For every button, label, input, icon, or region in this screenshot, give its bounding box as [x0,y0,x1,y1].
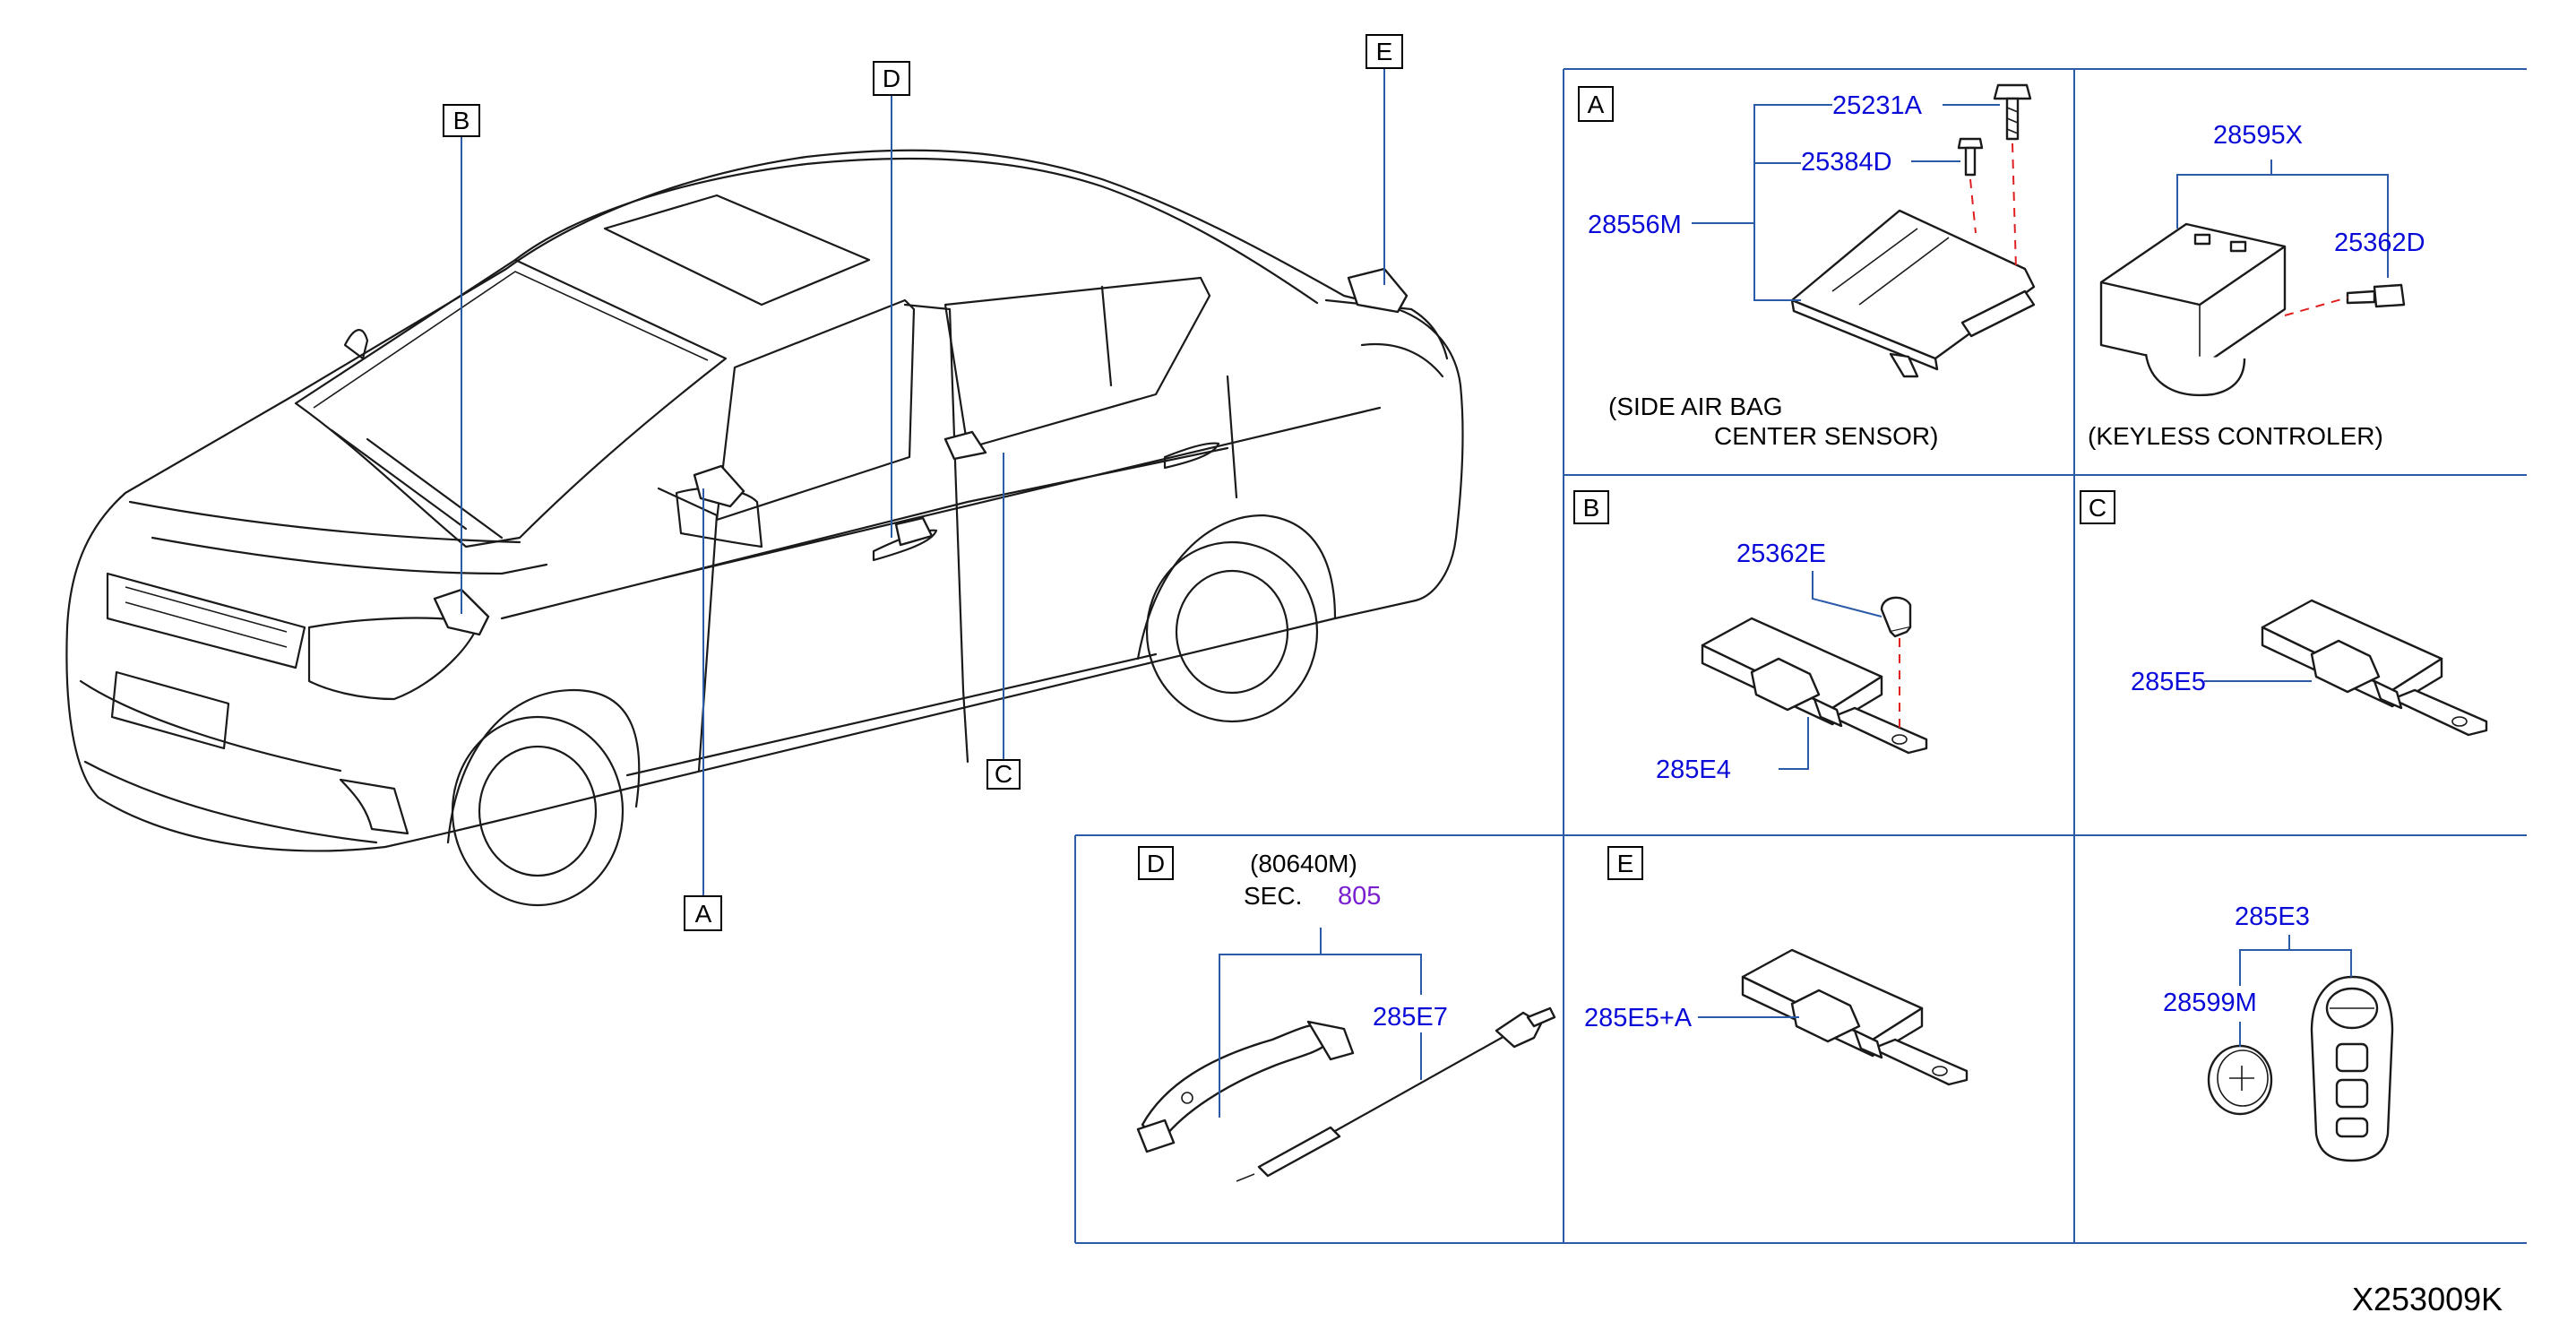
battery-28599m [2207,1044,2273,1116]
svg-text:E: E [1376,38,1393,65]
bolt-25231a [1993,83,2032,141]
svg-text:A: A [1588,91,1605,118]
callout-panel-b [1573,490,1609,524]
svg-text:D: D [1147,850,1165,877]
panel-keyless: 28595X 25362D (KEYLESS CONTROLER) [2088,121,2425,450]
ref-80640m: (80640M) [1250,850,1357,877]
car-sensor-c [943,430,987,461]
keyless-controller [2099,222,2287,397]
sec-805-link[interactable]: 805 [1338,882,1381,911]
svg-text:B: B [1583,494,1600,522]
caption-keyless-controller: (KEYLESS CONTROLER) [2088,422,2383,450]
car-illustration [65,149,1464,907]
panel-a: A 25231A 25384D 28556M (SIDE [1578,83,2036,450]
callout-car-c: C [986,759,1021,790]
caption-side-airbag-2: CENTER SENSOR) [1714,422,1938,450]
callout-panel-d [1138,846,1174,880]
screw-25362d [2346,283,2406,308]
part-28595x: 28595X [2213,121,2303,150]
part-285e3: 285E3 [2235,902,2310,931]
panel-frames [1074,68,2527,1244]
car-sensor-a [693,464,745,508]
clip-25362e [1880,596,1912,638]
caption-side-airbag-1: (SIDE AIR BAG [1608,393,1783,420]
intelligent-key-fob [2310,975,2394,1162]
panel-b: B 25362E 285E4 [1573,490,1928,784]
part-28556m: 28556M [1588,211,1682,239]
part-285e5: 285E5 [2131,668,2206,696]
callout-car-d: D [873,61,910,96]
svg-text:A: A [695,900,712,928]
antenna-285e4 [1701,617,1928,755]
part-285e7: 285E7 [1373,1003,1448,1032]
callout-car-e: E [1366,34,1403,69]
panel-e: E 285E5+A [1584,846,1969,1086]
antenna-285e5 [2261,599,2488,737]
svg-text:B: B [453,107,470,134]
part-28599m: 28599M [2163,989,2257,1017]
car-sensor-d [894,516,934,547]
callout-car-b: B [443,104,480,137]
panel-c: C 285E5 [2080,490,2488,737]
svg-text:E: E [1617,850,1634,877]
callout-panel-c [2080,490,2115,524]
svg-text:C: C [2089,494,2106,522]
part-285e4: 285E4 [1656,756,1731,784]
callout-car-a: A [684,895,722,931]
antenna-285e7 [1236,1006,1556,1182]
figure-id: X253009K [2352,1281,2503,1317]
car-leaders [461,68,1385,896]
panel-d: D (80640M) SEC. 805 285E7 [1136,846,1556,1182]
bolt-25384d [1957,137,1984,177]
svg-text:C: C [995,760,1012,788]
callout-panel-a [1578,86,1614,122]
part-25362e: 25362E [1736,540,1826,568]
svg-text:D: D [883,65,900,92]
callout-panel-e [1607,846,1643,880]
part-285e5-a: 285E5+A [1584,1004,1693,1032]
panel-key: 285E3 28599M [2163,902,2394,1162]
antenna-285e5-a [1741,948,1969,1086]
part-25384d: 25384D [1801,148,1892,177]
sec-label: SEC. [1244,882,1302,910]
side-airbag-sensor [1790,209,2036,378]
part-25362d: 25362D [2334,229,2425,257]
door-handle [1136,1020,1355,1153]
part-25231a: 25231A [1832,91,1923,120]
car-sensor-e [1347,267,1409,314]
